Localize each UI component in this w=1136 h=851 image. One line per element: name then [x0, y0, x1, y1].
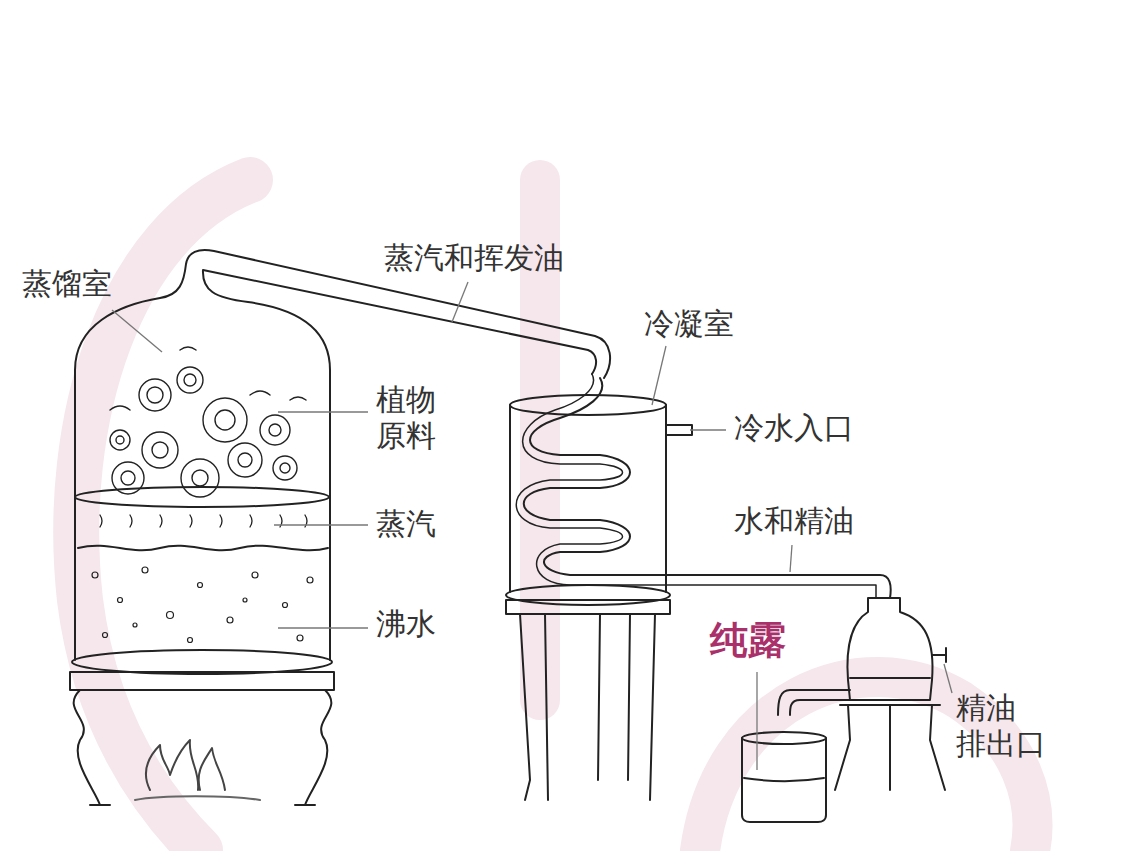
- watermark-shape: [76, 180, 1032, 851]
- part-label: 蒸汽和挥发油: [384, 240, 564, 276]
- part-label: 冷凝室: [644, 306, 734, 342]
- part-label: 冷水入口: [734, 410, 854, 446]
- part-label: 蒸馏室: [22, 266, 112, 302]
- part-label: 沸水: [376, 606, 436, 642]
- part-label: 精油 排出口: [956, 690, 1046, 762]
- part-label: 植物 原料: [376, 382, 436, 454]
- part-label: 纯露: [710, 618, 786, 664]
- part-label: 蒸汽: [376, 506, 436, 542]
- still-drawing: [70, 250, 946, 822]
- part-label: 水和精油: [734, 503, 854, 539]
- leader-lines: [112, 282, 952, 770]
